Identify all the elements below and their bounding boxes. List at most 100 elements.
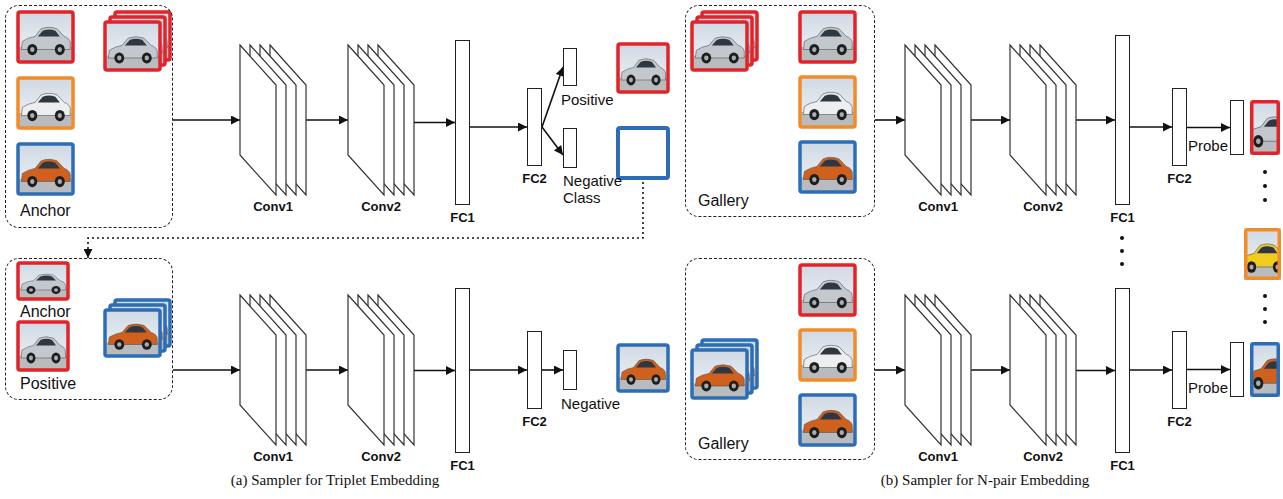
car-photo — [1238, 228, 1283, 280]
flow-arrow — [173, 369, 240, 371]
class-frame — [18, 78, 73, 128]
layer-label: FC2 — [522, 172, 547, 187]
layer-label: Conv1 — [918, 450, 958, 465]
class-frame — [18, 144, 73, 194]
feature-map-plate — [1010, 295, 1046, 445]
feature-map-plate — [1010, 45, 1046, 195]
car-picture — [800, 77, 855, 127]
conv-layer: Conv1 — [240, 45, 306, 195]
car-picture — [800, 142, 855, 192]
car-photo — [800, 330, 855, 380]
conv-stack — [905, 295, 971, 445]
output-label: Negative — [561, 395, 620, 412]
class-frame — [18, 322, 68, 370]
class-frame — [692, 350, 747, 398]
group-label: Gallery — [698, 192, 749, 210]
car-photo-stack — [105, 12, 170, 70]
conv-layer: Conv1 — [240, 295, 306, 445]
layer-label: FC1 — [450, 211, 475, 226]
class-frame — [618, 44, 668, 92]
feature-map-plate — [348, 45, 384, 195]
negative-class-square — [618, 128, 668, 178]
flow-arrow — [306, 369, 348, 371]
fc-layer: FC2 — [1172, 331, 1187, 409]
flow-arrow — [414, 122, 455, 124]
car-photo — [800, 12, 855, 62]
vertical-ellipsis — [1263, 170, 1267, 202]
output-label: Positive — [561, 91, 614, 108]
car-picture — [1244, 342, 1283, 397]
class-frame — [800, 330, 855, 380]
flow-arrow — [971, 119, 1010, 121]
class-frame — [800, 395, 855, 445]
car-photo — [800, 142, 855, 192]
car-picture — [18, 263, 68, 299]
conv-stack — [1010, 295, 1076, 445]
class-frame — [800, 12, 855, 62]
car-picture — [800, 395, 855, 445]
car-picture — [18, 78, 73, 128]
conv-layer: Conv2 — [1010, 295, 1076, 445]
car-picture — [618, 345, 668, 391]
car-photo — [1244, 342, 1283, 397]
fc-layer: FC2 — [527, 331, 542, 409]
subfigure-caption: (a) Sampler for Triplet Embedding — [231, 472, 439, 489]
layer-label: Conv1 — [253, 200, 293, 215]
probe-output: Probe — [1230, 342, 1244, 397]
subfigure-caption: (b) Sampler for N-pair Embedding — [881, 472, 1089, 489]
car-picture — [692, 350, 747, 398]
car-photo-stack — [692, 340, 757, 398]
class-frame — [800, 77, 855, 127]
conv-stack — [348, 295, 414, 445]
conv-layer: Conv1 — [905, 295, 971, 445]
flow-arrow — [542, 369, 563, 371]
car-picture — [1238, 228, 1283, 280]
feature-map-plate — [240, 45, 276, 195]
fc-layer: FC1 — [1115, 288, 1130, 453]
gallery-box: Gallery — [685, 258, 875, 460]
flow-arrow — [1130, 369, 1172, 371]
layer-label: FC2 — [1167, 172, 1192, 187]
car-picture — [18, 12, 73, 62]
layer-label: Conv1 — [918, 200, 958, 215]
fc-layer: FC2 — [1172, 88, 1187, 166]
class-frame — [618, 345, 668, 391]
vertical-ellipsis — [1120, 236, 1124, 266]
conv-stack — [1010, 45, 1076, 195]
flow-arrow — [1076, 370, 1115, 372]
flow-arrow — [1130, 126, 1172, 128]
car-photo — [618, 44, 668, 92]
flow-arrow — [875, 369, 905, 371]
car-photo — [18, 263, 68, 299]
fc-layer: FC1 — [455, 40, 470, 205]
class-frame — [1252, 344, 1279, 396]
conv-layer: Conv1 — [905, 45, 971, 195]
embedding-unit — [563, 128, 577, 168]
car-picture — [18, 144, 73, 194]
flow-arrow — [306, 119, 348, 121]
car-photo-stack — [692, 12, 757, 70]
flow-arrow — [971, 369, 1010, 371]
car-picture — [800, 265, 855, 315]
embedding-output: Positive — [563, 48, 577, 86]
fc-layer: FC1 — [455, 288, 470, 453]
car-photo — [18, 12, 73, 62]
flow-arrow — [1076, 119, 1115, 121]
class-frame — [692, 22, 747, 70]
output-label: Negative Class — [563, 172, 622, 207]
group-label: Positive — [20, 375, 76, 393]
output-label: Probe — [1188, 137, 1228, 154]
car-photo — [18, 78, 73, 128]
car-photo — [18, 322, 68, 370]
probe-output: Probe — [1230, 100, 1244, 155]
car-photo-stack — [105, 300, 170, 356]
output-label: Probe — [1188, 379, 1228, 396]
vertical-ellipsis — [1263, 294, 1267, 324]
layer-label: Conv2 — [1023, 450, 1063, 465]
class-frame — [800, 265, 855, 315]
flow-arrow — [1187, 369, 1230, 371]
car-photo — [800, 77, 855, 127]
feature-map-plate — [348, 295, 384, 445]
flow-arrow — [470, 369, 527, 371]
